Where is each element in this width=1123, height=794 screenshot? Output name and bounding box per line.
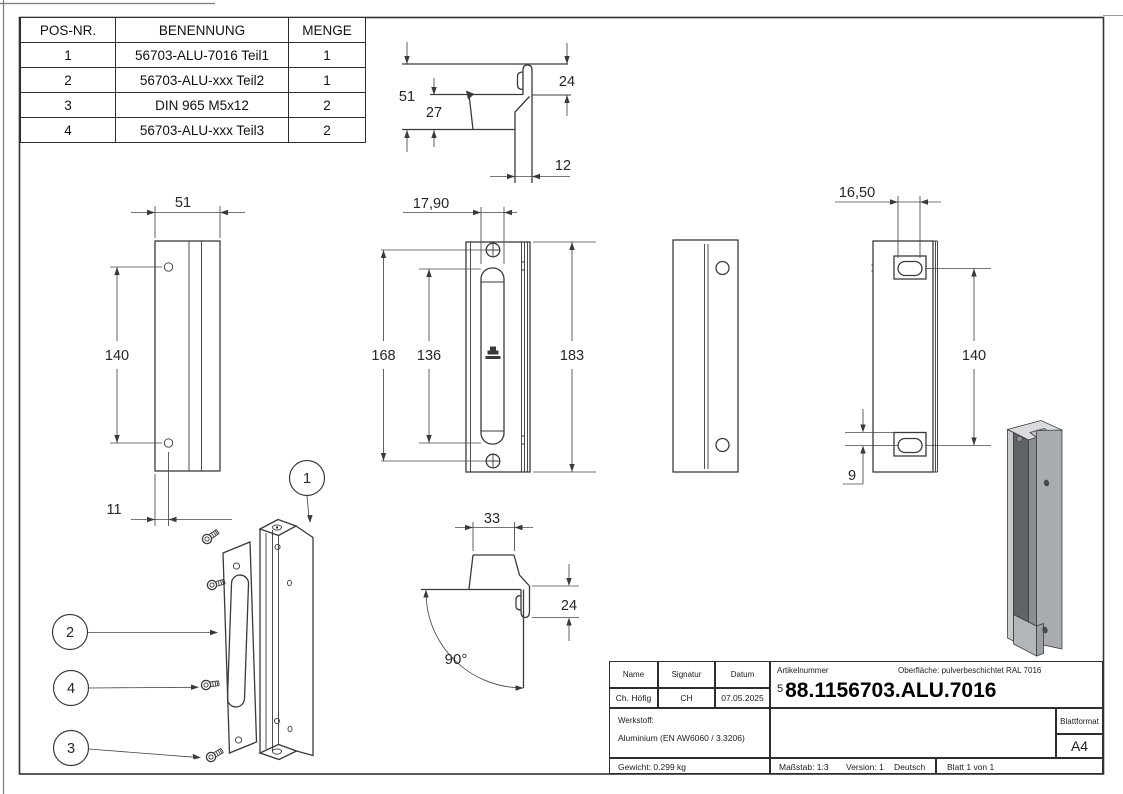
article-number-label: Artikelnummer <box>777 666 829 675</box>
material-value: Aluminium (EN AW6060 / 3.3206) <box>618 733 745 743</box>
screw-icon <box>206 578 226 591</box>
front-view: 17,90 168 136 183 <box>371 196 596 473</box>
dim-front-136: 136 <box>417 348 441 364</box>
surface-finish-label: Oberfläche: pulverbeschichtet RAL 7016 <box>898 666 1042 675</box>
scale-version-cell: Maßstab: 1:3 Version: 1 Deutsch <box>770 758 936 774</box>
language-value: Deutsch <box>894 762 926 772</box>
table-row: 1 56703-ALU-7016 Teil1 1 <box>20 42 366 68</box>
dim-left-11: 11 <box>106 502 121 518</box>
col-menge: MENGE <box>288 17 366 43</box>
table-row: 3 DIN 965 M5x12 2 <box>20 92 366 118</box>
balloon-4: 4 <box>52 669 199 707</box>
screw-icon <box>205 748 224 763</box>
date-label-cell: Datum <box>715 661 770 688</box>
title-block: Name Signatur Datum Ch. Höfig CH 07.05.2… <box>609 661 1103 774</box>
parts-table-header: POS-NR. BENENNUNG MENGE <box>20 17 366 43</box>
dim-section-90: 90° <box>445 651 468 668</box>
isometric-render <box>1006 420 1064 657</box>
dim-front-1790: 17,90 <box>413 196 449 212</box>
dim-top-27: 27 <box>426 105 442 121</box>
balloon-1: 1 <box>288 459 326 523</box>
article-number-value: 88.1156703.ALU.7016 <box>785 679 997 702</box>
back-view: 16,50 140 9 <box>835 185 991 485</box>
brand-logo-mark <box>485 346 501 359</box>
version-value: Version: 1 <box>846 762 884 772</box>
sheet-format-value-cell: A4 <box>1056 734 1103 758</box>
date-value-cell: 07.05.2025 <box>715 688 770 708</box>
dim-back-9: 9 <box>848 468 856 484</box>
dim-section-24: 24 <box>561 598 577 614</box>
dim-section-33: 33 <box>484 511 500 527</box>
svg-text:2: 2 <box>66 625 74 641</box>
dim-top-12: 12 <box>555 158 571 174</box>
col-benennung: BENENNUNG <box>115 17 289 43</box>
signature-label-cell: Signatur <box>658 661 715 688</box>
dim-left-140: 140 <box>105 348 129 364</box>
weight-cell: Gewicht: 0.299 kg <box>609 758 770 774</box>
dim-back-1650: 16,50 <box>839 185 875 201</box>
name-label-cell: Name <box>609 661 658 688</box>
weight-value: Gewicht: 0.299 kg <box>618 762 687 772</box>
dim-front-183: 183 <box>560 348 584 364</box>
dim-front-168: 168 <box>371 348 395 364</box>
exploded-view: 1 2 4 3 <box>51 459 326 767</box>
part2-plate <box>222 541 258 754</box>
top-profile-view: 12 51 27 24 <box>399 42 575 183</box>
left-side-view: 51 140 11 <box>105 195 245 526</box>
empty-cell <box>770 708 1056 758</box>
table-row: 4 56703-ALU-xxx Teil3 2 <box>20 117 366 143</box>
screw-icon <box>200 679 220 691</box>
scale-value: Maßstab: 1:3 <box>779 762 829 772</box>
name-value-cell: Ch. Höfig <box>609 688 658 708</box>
signature-value-cell: CH <box>658 688 715 708</box>
dim-top-51: 51 <box>399 89 415 105</box>
dim-back-140: 140 <box>962 348 986 364</box>
balloon-2: 2 <box>51 613 218 651</box>
material-cell: Werkstoff: Aluminium (EN AW6060 / 3.3206… <box>609 708 770 758</box>
article-number-cell: Artikelnummer Oberfläche: pulverbeschich… <box>770 661 1103 708</box>
sheet-number-value: Blatt 1 von 1 <box>947 762 995 772</box>
screw-icon <box>201 529 220 545</box>
material-label: Werkstoff: <box>618 716 654 725</box>
dim-top-24: 24 <box>559 74 575 90</box>
article-number-prefix: 5 <box>777 683 784 695</box>
part1-body <box>258 518 314 761</box>
side-view-plain <box>672 239 739 473</box>
section-view: 90° 33 24 <box>421 511 579 691</box>
sheet-number-cell: Blatt 1 von 1 <box>936 758 1103 774</box>
col-pos-nr: POS-NR. <box>20 17 116 43</box>
svg-text:4: 4 <box>67 681 75 697</box>
parts-table: POS-NR. BENENNUNG MENGE 1 56703-ALU-7016… <box>20 17 366 143</box>
dim-left-51: 51 <box>175 195 191 211</box>
svg-text:3: 3 <box>67 741 75 757</box>
table-row: 2 56703-ALU-xxx Teil2 1 <box>20 67 366 93</box>
sheet-format-label-cell: Blattformat <box>1056 708 1103 734</box>
balloon-3: 3 <box>52 729 201 767</box>
svg-text:1: 1 <box>303 471 311 487</box>
